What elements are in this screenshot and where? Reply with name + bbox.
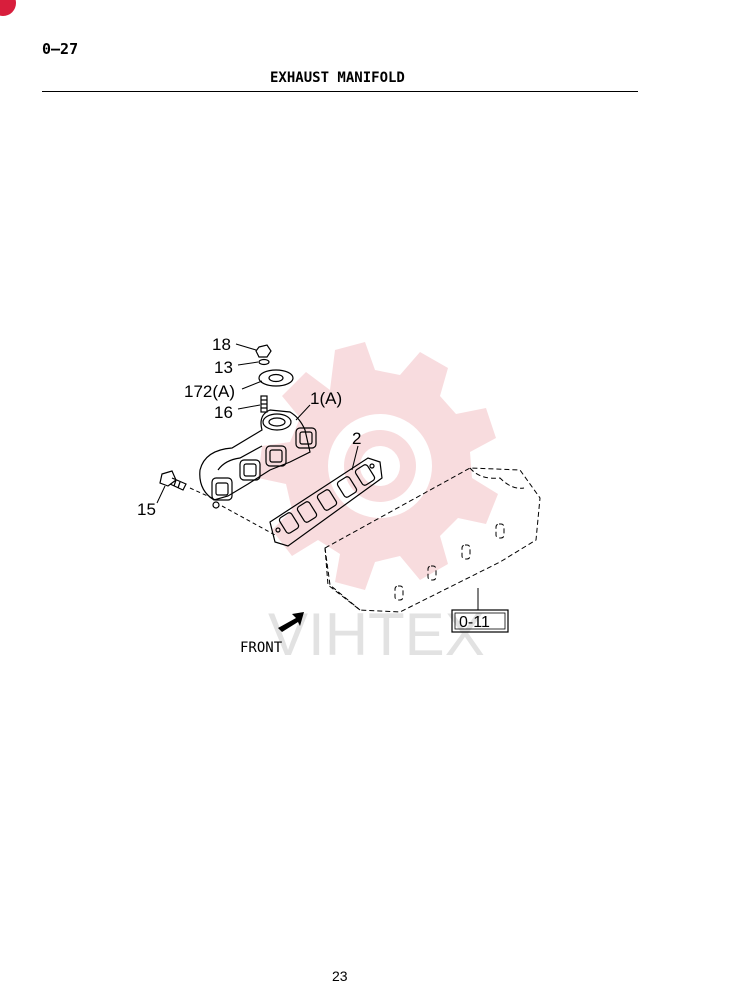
callout-manifold-gasket: 2	[352, 429, 361, 448]
bolt	[159, 470, 187, 491]
callout-manifold: 1(A)	[310, 389, 342, 408]
cylinder-head-outline	[324, 467, 541, 613]
reference-box: 0-11	[451, 588, 509, 633]
corner-badge	[0, 0, 16, 16]
callout-stud: 16	[214, 403, 233, 422]
leader-lines	[156, 343, 359, 536]
hardware-stack	[255, 344, 294, 413]
section-code: 0—27	[42, 40, 79, 58]
callout-nut: 18	[212, 335, 231, 354]
front-arrow-icon	[278, 612, 304, 632]
callout-bolt: 15	[137, 500, 156, 519]
title-divider	[42, 91, 638, 92]
reference-box-label: 0-11	[459, 614, 490, 631]
page-title: EXHAUST MANIFOLD	[270, 70, 405, 86]
page-number: 23	[332, 968, 348, 984]
callout-gasket-172a: 172(A)	[184, 382, 235, 401]
manifold-gasket	[269, 457, 383, 547]
callout-washer: 13	[214, 358, 233, 377]
watermark-text: VIHTEX	[268, 601, 485, 668]
front-label: FRONT	[240, 640, 283, 656]
